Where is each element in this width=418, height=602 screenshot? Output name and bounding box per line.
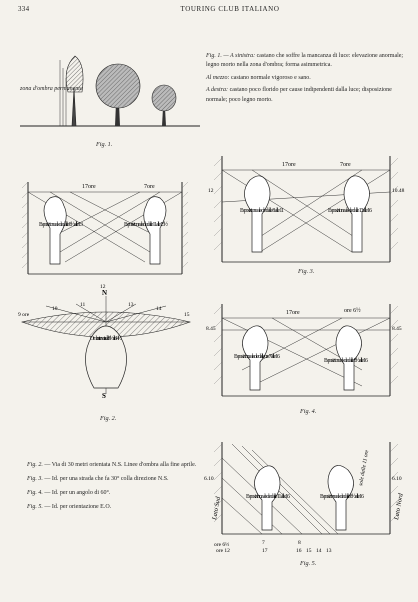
fig2-caption: Fig. 2. [100,415,117,422]
tree-right [151,84,177,126]
hour-10: 10 [52,306,58,312]
hour-15: 15 [184,312,190,318]
figure-1: zona d'ombra permanente [19,55,200,127]
fig4-caption: Fig. 4. [300,408,317,415]
page-title: TOURING CLUB ITALIANO [180,5,280,13]
legend-item: Fig. 4. — Id. per un angolo di 60°. [27,490,111,496]
hour-top: 17ore [286,310,300,316]
text-left: Esposizione al sole dalle 8½ alle 13 [39,221,83,228]
figure-5: Lato Sud Lato Nord sole dalle 11 ore 6.1… [204,442,405,554]
bottom-num: 14 [316,548,322,554]
fig5-caption: Fig. 5. [300,560,317,567]
hour-12: 12 [100,284,106,290]
bottom-left2: ore 12 [216,548,230,554]
text-left: Esposizione al sole dalle ore 7 alle 16 [234,354,280,360]
top-label: sole dalle 11 ore [358,449,370,486]
bottom-num: 16 [296,548,302,554]
figure-3: 17ore 7ore 12 10.48 Esposizione al sole … [208,156,405,263]
hour-left: 17ore [282,162,296,168]
legend-item: Fig. 3. — Id. per una strada che fa 30° … [27,476,169,482]
hour-14: 14 [156,306,162,312]
bottom-num: 13 [326,548,332,554]
hour-13: 13 [128,302,134,308]
text-left: Esposizione al sole dalle 8 alle 11 [240,208,284,214]
text-right: Esposizione al sole dalle 8½ alle 16 [324,357,368,364]
north-label: N [102,289,107,297]
bottom-num: 8 [298,540,301,546]
side-right: 10.48 [392,188,405,194]
bottom-left: ore 6½ [214,541,229,548]
hour-right: 7ore [144,184,155,190]
south-label: S [102,392,106,400]
hour-11: 11 [80,302,86,308]
figure-2: N S 9 ore 10 11 12 13 14 15 Ombra ricevu… [18,284,192,400]
text-right: Esposizione al sole dalle 11 alle 15½ [124,221,169,228]
shade-text: Ombra ricevuta dalle 9½ alle 14½ [90,335,123,342]
fig1-description: Fig. 1. — A sinistra: castano che soffre… [206,53,404,103]
side-right: 8.45 [392,326,402,332]
bottom-num: 7 [262,540,265,546]
lato-sud: Lato Sud [211,495,222,521]
figure-street-a: 17ore 7ore Esposizione al sole dalle 8½ … [21,181,189,275]
bottom-num: 15 [306,548,312,554]
side-left: 8.45 [206,326,216,332]
text-right: Esposizione al sole dalle 13 alle 16 [328,208,372,214]
bottom-num: 17 [262,548,268,554]
hour-top-right: ore 6½ [344,307,361,314]
bottom-legend: Fig. 2. — Via di 30 metri orientata N.S.… [27,460,197,516]
legend-item: Fig. 2. — Via di 30 metri orientata N.S.… [27,462,197,468]
side-right: 6.10 [392,476,402,482]
side-left: 6.10 [204,476,214,482]
fig1-caption: Fig. 1. [96,141,113,148]
hour-9: 9 ore [18,312,30,318]
lato-nord: Lato Nord [393,492,405,521]
tree-left [65,55,84,127]
text-right: Esposizione al sole dalle 8½ alle 16 [320,493,364,500]
zone-label: zona d'ombra permanente [19,86,83,92]
tree-middle [95,63,141,126]
fig3-caption: Fig. 3. [298,268,315,275]
hour-right: 7ore [340,162,351,168]
figure-4: 17ore ore 6½ 8.45 8.45 Esposizione al so… [206,304,402,397]
side-left: 12 [208,188,214,194]
page-number: 334 [18,5,30,13]
hour-left: 17ore [82,184,96,190]
legend-item: Fig. 5. — Id. per orientazione E.O. [27,504,112,510]
text-left: Esposizione al sole dalle 11 alle 16 [246,494,290,500]
